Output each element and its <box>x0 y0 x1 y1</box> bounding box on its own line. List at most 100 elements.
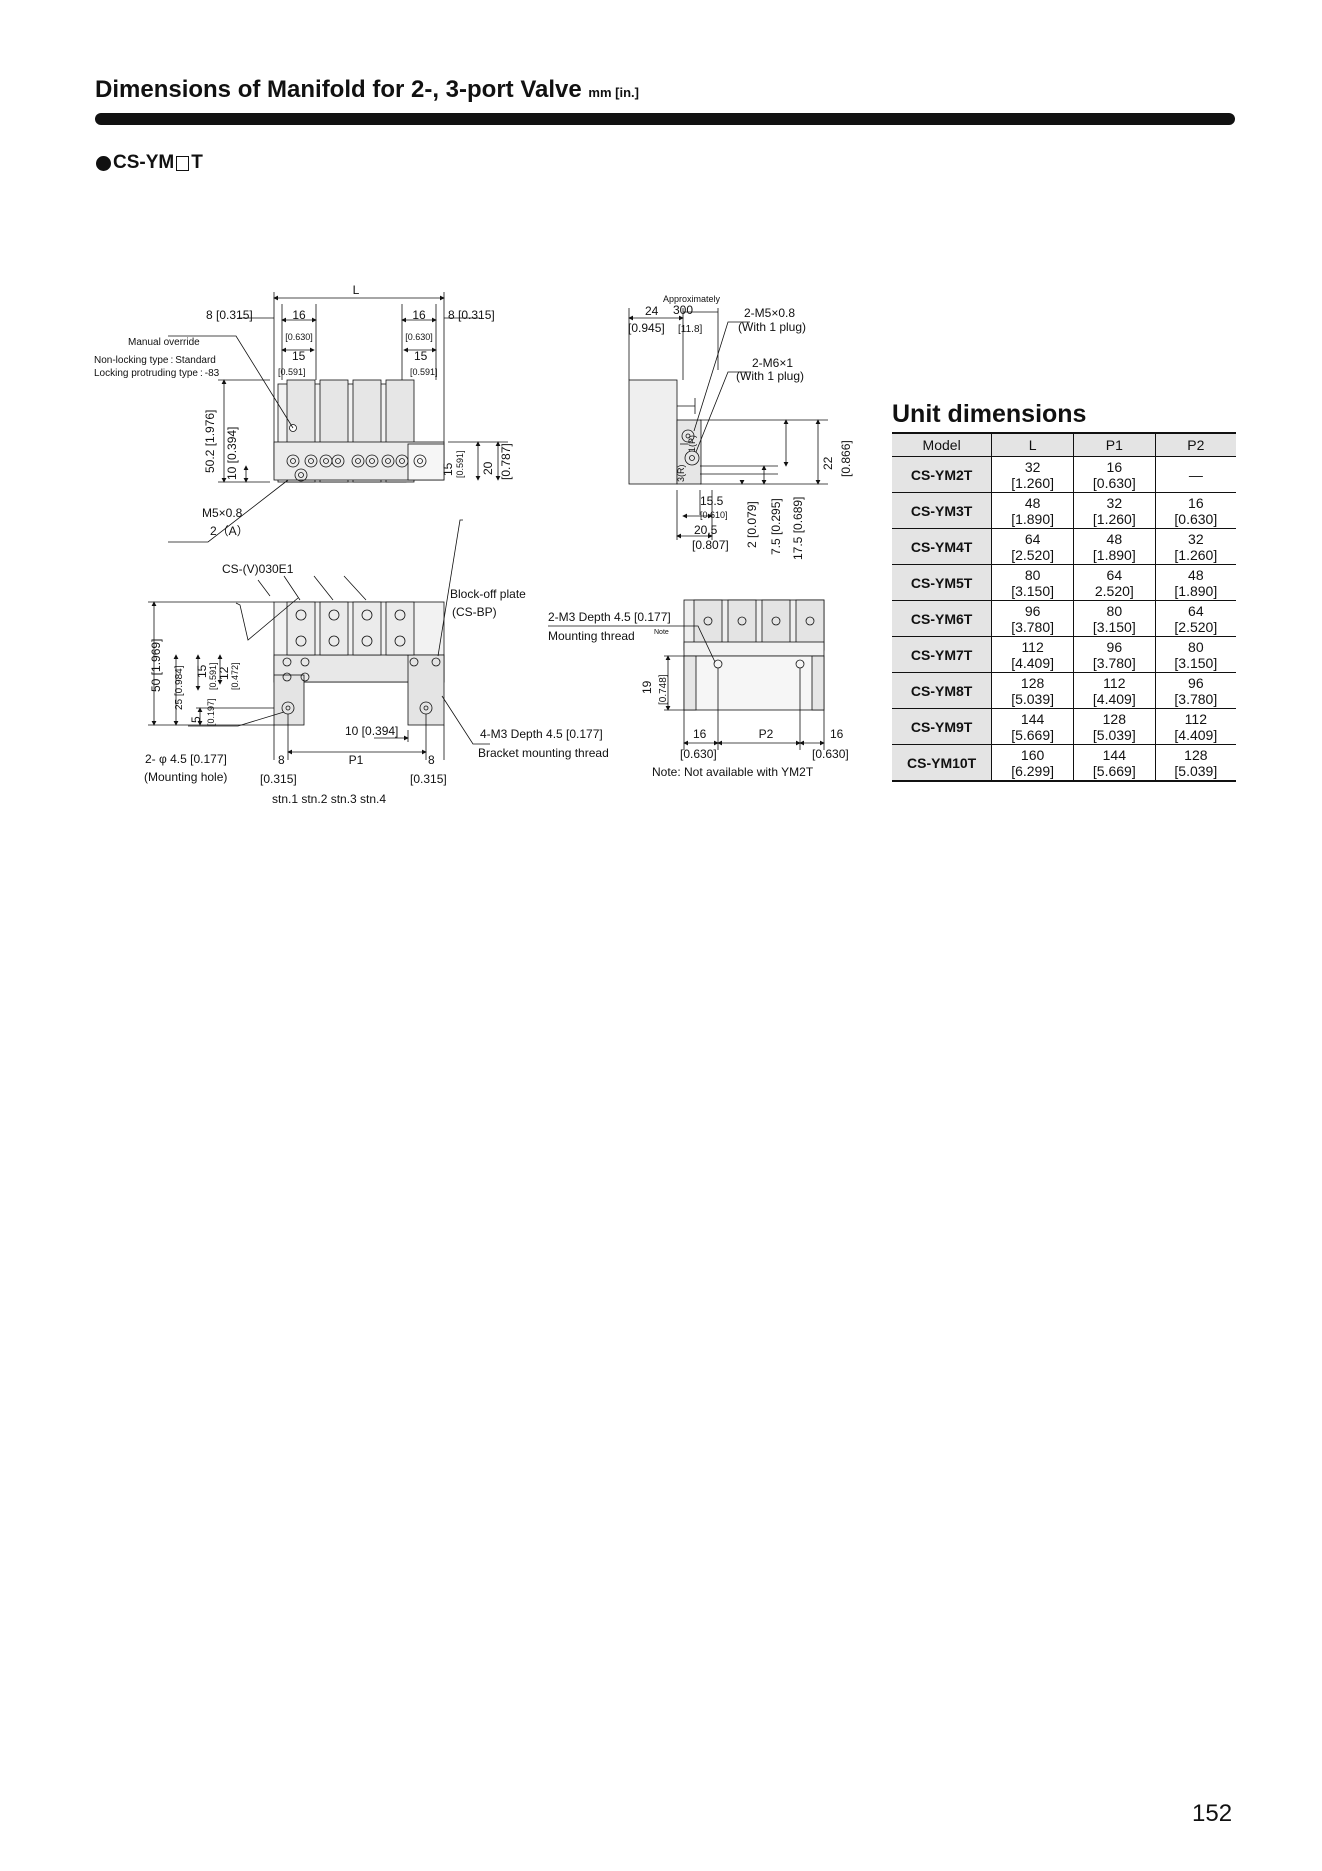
mm-value: — <box>1188 466 1203 483</box>
dim-24: 24 <box>645 304 659 318</box>
page-number: 152 <box>1192 1800 1233 1827</box>
dim-p2: P2 <box>759 727 774 741</box>
dim-15: 15 <box>195 664 209 678</box>
inch-value: [1.890] <box>1092 546 1136 563</box>
column-header: L <box>991 433 1074 457</box>
manual-override-label: Manual override <box>128 337 200 348</box>
dim-2: 2 [0.079] <box>745 501 759 548</box>
dim-11-8: [11.8] <box>678 324 702 335</box>
dim-cell-p2: 16[0.630] <box>1154 492 1236 529</box>
dim-cell-l: 128[5.039] <box>991 672 1074 709</box>
dim-16-right-in: [0.630] <box>405 332 433 342</box>
inch-value: [5.669] <box>1092 762 1136 779</box>
model-cell: CS-YM8T <box>892 672 993 709</box>
dim-cell-l: 48[1.890] <box>991 492 1074 529</box>
dim-15-left: 15 <box>292 349 306 363</box>
side-view <box>628 308 828 540</box>
column-header: P2 <box>1154 433 1236 457</box>
mm-value: 160 <box>1020 746 1045 763</box>
mm-value: 112 <box>1184 710 1207 727</box>
dim-cell-l: 160[6.299] <box>991 744 1074 782</box>
blockoff-code: (CS-BP) <box>452 605 497 619</box>
table-header-row: Model L P1 P2 <box>892 433 1236 457</box>
valve-label: CS-(V)030E1 <box>222 562 294 576</box>
dim-cell-p1: 128[5.039] <box>1072 708 1156 745</box>
mm-value: 128 <box>1184 746 1208 763</box>
dim-16-right: 16 <box>412 308 426 322</box>
model-cell: CS-YM4T <box>892 528 993 565</box>
dim-15-5-in: [0.610] <box>700 510 728 520</box>
inch-value: [4.409] <box>1011 654 1055 671</box>
inch-value: [2.520] <box>1174 618 1218 635</box>
dim-cell-p1: 80[3.150] <box>1072 600 1156 637</box>
inch-value: [5.039] <box>1092 726 1136 743</box>
dim-20-5-in: [0.807] <box>692 538 729 552</box>
port-r-label: 3(R) <box>676 464 686 482</box>
dim-17-5: 17.5 [0.689] <box>791 497 805 560</box>
mm-value: 80 <box>1024 566 1041 583</box>
locking-label: Locking protruding type : -83 <box>94 368 220 379</box>
inch-value: [2.520] <box>1011 546 1055 563</box>
top-view <box>148 519 490 760</box>
top-view-labels: CS-(V)030E1 Block-off plate (CS-BP) 50 [… <box>144 562 609 806</box>
inch-value: [5.039] <box>1011 690 1055 707</box>
bottom-note: Note: Not available with YM2T <box>652 765 814 779</box>
dim-15-in: [0.591] <box>208 662 218 690</box>
dim-8-right: 8 [0.315] <box>448 308 495 322</box>
dim-cell-p2: — <box>1154 456 1236 493</box>
dim-24-in: [0.945] <box>628 321 665 335</box>
dim-20: 20 <box>481 461 495 475</box>
dim-20-in: [0.787] <box>499 443 513 480</box>
mm-value: 144 <box>1020 710 1045 727</box>
mm-value: 80 <box>1188 638 1204 655</box>
inch-value: [3.150] <box>1174 654 1218 671</box>
dim-cell-p1: 16[0.630] <box>1072 456 1156 493</box>
inch-value: [0.630] <box>1174 510 1218 527</box>
dim-cell-p2: 80[3.150] <box>1154 636 1236 673</box>
m5-plug-note: (With 1 plug) <box>738 320 806 334</box>
dim-22: 22 <box>821 456 835 470</box>
dim-15-5: 15.5 <box>700 494 724 508</box>
dim-15-right: 15 <box>414 349 428 363</box>
mm-value: 64 <box>1024 530 1041 547</box>
dim-16b-in: [0.630] <box>812 747 849 761</box>
dim-50: 50 [1.969] <box>149 639 163 692</box>
m5-plug-label: 2-M5×0.8 <box>744 306 795 320</box>
stations-label: stn.1 stn.2 stn.3 stn.4 <box>272 792 386 806</box>
mm-value: 32 <box>1188 530 1204 547</box>
dim-20-5: 20.5 <box>694 523 718 537</box>
mm-value: 96 <box>1106 638 1123 655</box>
dim-5-in: [0.197] <box>206 698 216 726</box>
non-locking-label: Non-locking type : Standard <box>94 355 216 366</box>
dim-8-left: 8 [0.315] <box>206 308 253 322</box>
dim-cell-l: 112[4.409] <box>991 636 1074 673</box>
mm-value: 64 <box>1188 602 1204 619</box>
inch-value: [5.039] <box>1174 762 1218 779</box>
model-cell: CS-YM2T <box>892 456 993 493</box>
inch-value: [1.890] <box>1011 510 1055 527</box>
m6-plug-note: (With 1 plug) <box>736 369 804 383</box>
mm-value: 96 <box>1188 674 1204 691</box>
inch-value: [3.780] <box>1092 654 1136 671</box>
dim-cell-p1: 144[5.669] <box>1072 744 1156 782</box>
model-cell: CS-YM7T <box>892 636 993 673</box>
model-heading: CS-YM T <box>96 152 203 174</box>
dim-cell-l: 32[1.260] <box>991 456 1074 493</box>
mount-hole-note: (Mounting hole) <box>144 770 227 784</box>
m3-bracket-note: Bracket mounting thread <box>478 746 609 760</box>
mm-value: 48 <box>1106 530 1123 547</box>
mm-value: 64 <box>1106 566 1123 583</box>
title-rule <box>95 113 1235 125</box>
dim-19-in: [0.748] <box>658 674 669 705</box>
bullet-icon <box>96 155 111 171</box>
dim-15-right-in: [0.591] <box>410 367 438 377</box>
mm-value: 112 <box>1021 638 1044 655</box>
column-header: Model <box>892 433 993 457</box>
dim-cell-l: 144[5.669] <box>991 708 1074 745</box>
